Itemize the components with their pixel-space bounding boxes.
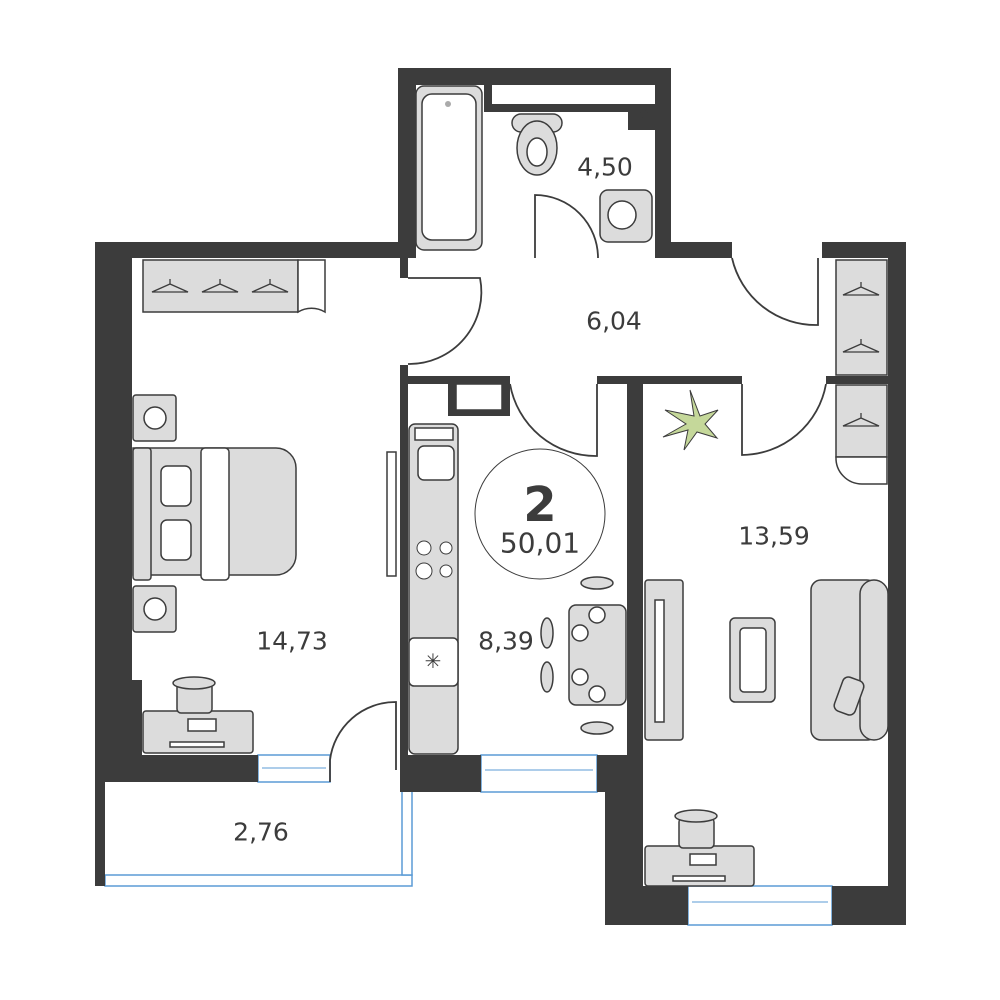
doors: [329, 194, 827, 782]
svg-text:✳: ✳: [425, 649, 442, 673]
wardrobes: [142, 259, 888, 485]
plant: [662, 389, 719, 451]
total-area: 50,01: [499, 526, 581, 560]
summary-circle: [474, 448, 606, 580]
area-bathroom: 4,50: [577, 152, 633, 182]
walls: [95, 68, 906, 925]
rooms-count: 2: [523, 477, 557, 533]
bedroom-furniture: [132, 394, 397, 754]
area-bedroom: 14,73: [256, 626, 328, 656]
area-kitchen: 8,39: [478, 626, 534, 656]
area-living-room: 13,59: [738, 521, 810, 551]
living-furniture: [644, 389, 889, 887]
area-balcony: 2,76: [233, 817, 289, 847]
area-hallway: 6,04: [586, 306, 642, 336]
kitchen-furniture: ✳: [408, 423, 627, 755]
bathroom-fixtures: [415, 85, 653, 251]
